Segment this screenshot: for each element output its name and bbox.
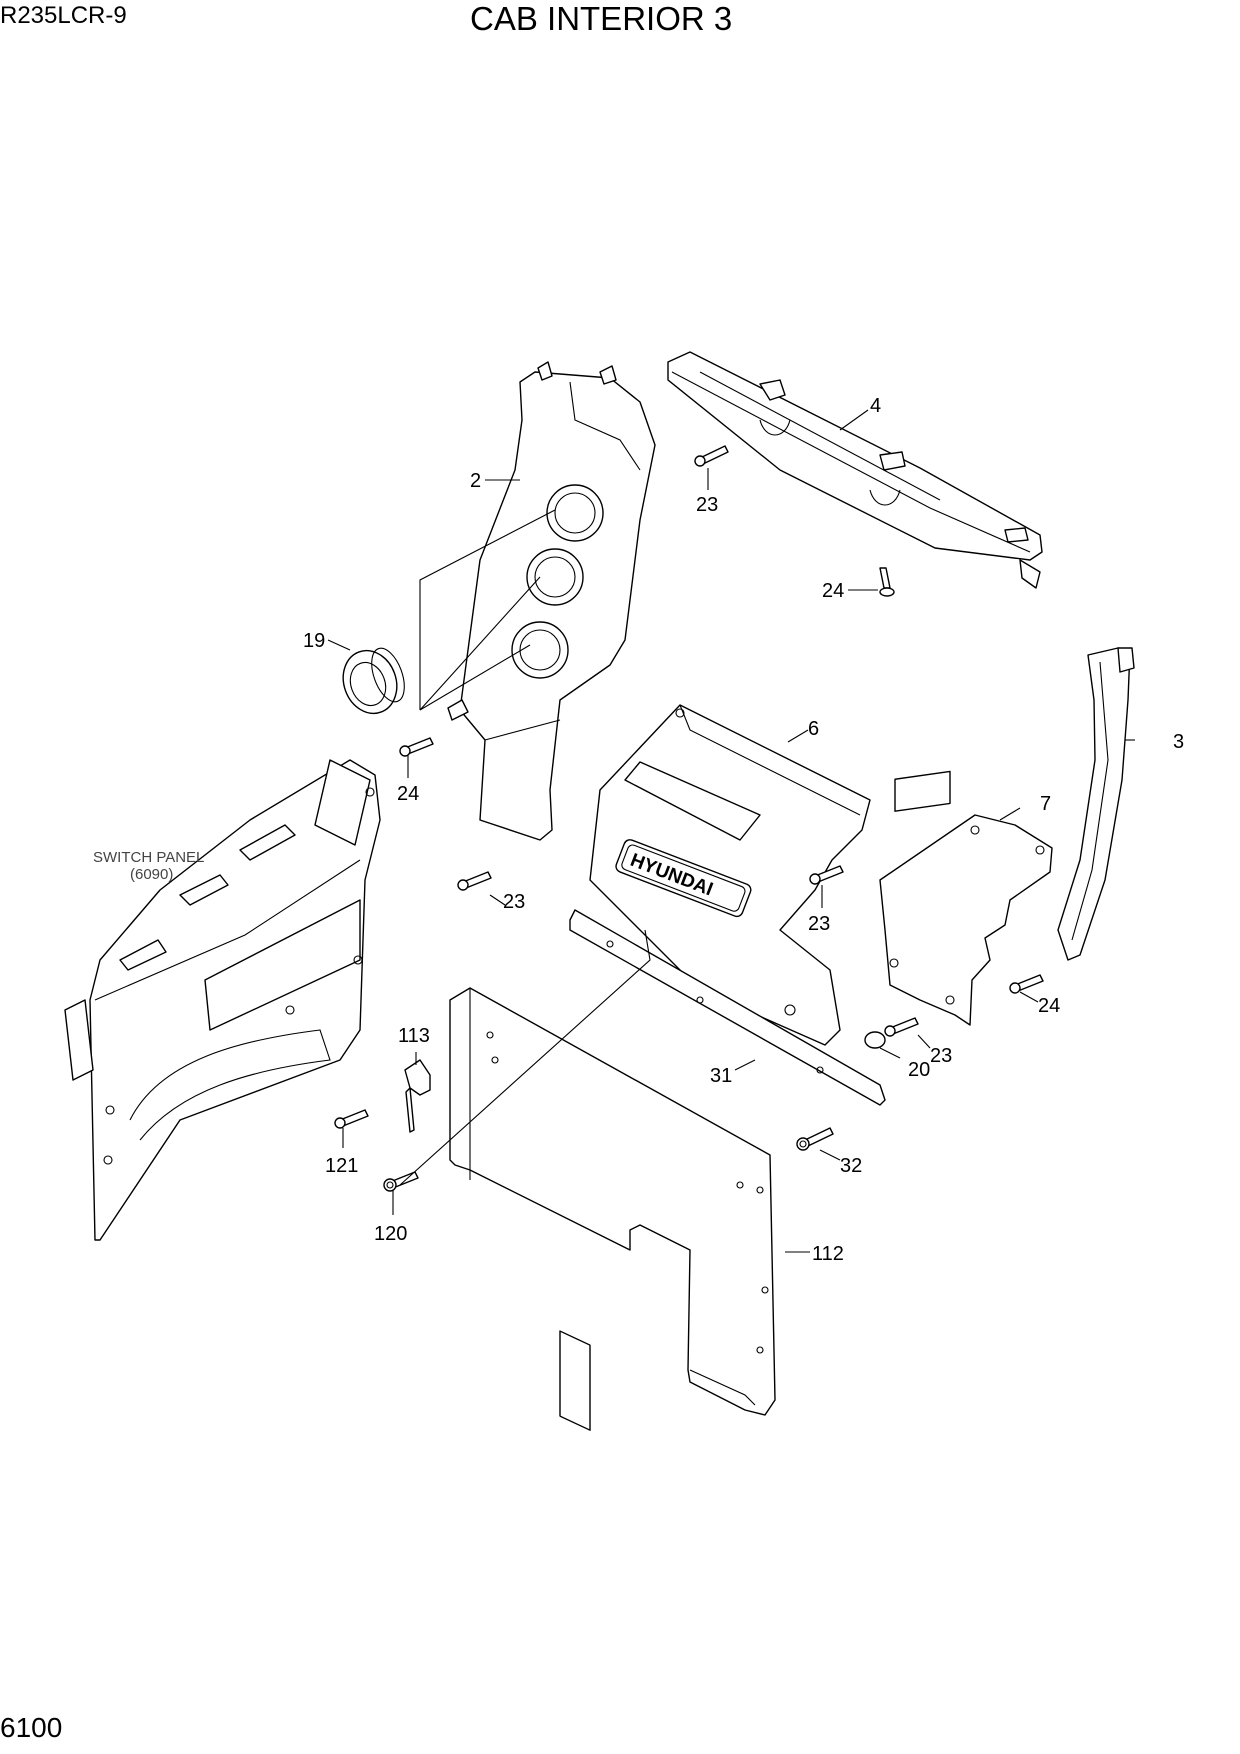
callout-19: 19 xyxy=(303,630,325,652)
screw-121 xyxy=(334,1109,369,1129)
callout-23-top: 23 xyxy=(696,494,718,516)
screw-23-right xyxy=(884,1017,919,1037)
part-6-center-panel: HYUNDAI xyxy=(589,704,871,1046)
screw-24-top xyxy=(879,567,895,597)
part-112-base-plate xyxy=(449,987,776,1431)
part-31-strip xyxy=(569,909,886,1106)
screw-23-top xyxy=(694,445,729,467)
screw-32 xyxy=(796,1127,834,1151)
leader-lines xyxy=(327,409,1135,1253)
callout-6: 6 xyxy=(808,718,819,740)
screw-23-center xyxy=(809,865,844,885)
page-title: CAB INTERIOR 3 xyxy=(470,0,733,37)
callout-31: 31 xyxy=(710,1065,732,1087)
part-20-cap xyxy=(864,1031,886,1049)
callout-7: 7 xyxy=(1040,793,1051,815)
callout-20: 20 xyxy=(908,1059,930,1081)
part-7-right-bracket xyxy=(879,770,1053,1026)
part-113-small-bracket xyxy=(404,1059,431,1133)
screw-24-left xyxy=(399,737,434,757)
callout-24-left: 24 xyxy=(397,783,419,805)
callout-23-center: 23 xyxy=(808,913,830,935)
part-3-right-pillar xyxy=(1057,647,1135,961)
page-number: 6100 xyxy=(0,1712,63,1743)
switch-panel-note-line1: SWITCH PANEL xyxy=(93,849,204,866)
part-19-vent-knob xyxy=(342,647,405,715)
switch-panel-note-line2: (6090) xyxy=(130,866,173,883)
callout-3: 3 xyxy=(1173,731,1184,753)
callout-23-right: 23 xyxy=(930,1045,952,1067)
screw-23-left xyxy=(457,871,492,891)
callout-4: 4 xyxy=(870,395,881,417)
callout-2: 2 xyxy=(470,470,481,492)
part-4-upper-rail xyxy=(667,351,1043,589)
callout-labels: 2 4 23 24 19 24 23 6 23 7 3 24 23 20 31 … xyxy=(303,395,1184,1265)
screw-120 xyxy=(383,1171,419,1192)
screw-24-right xyxy=(1009,974,1044,994)
model-code: R235LCR-9 xyxy=(0,2,127,29)
switch-panel-assembly xyxy=(64,759,381,1241)
callout-23-left: 23 xyxy=(503,891,525,913)
callout-112: 112 xyxy=(812,1243,844,1265)
callout-24-right: 24 xyxy=(1038,995,1060,1017)
screws xyxy=(334,445,1044,1192)
callout-24-top: 24 xyxy=(822,580,844,602)
callout-32: 32 xyxy=(840,1155,862,1177)
part-2-left-pillar xyxy=(447,361,656,841)
callout-121: 121 xyxy=(325,1155,358,1177)
callout-113: 113 xyxy=(398,1025,430,1047)
callout-120: 120 xyxy=(374,1223,407,1245)
